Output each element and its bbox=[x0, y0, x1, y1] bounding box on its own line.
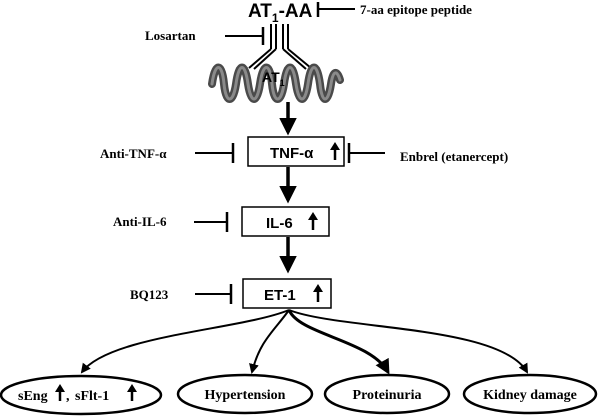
seng-comma: , bbox=[66, 389, 70, 404]
hypertension-label: Hypertension bbox=[205, 388, 286, 403]
tnf-label: TNF-α bbox=[270, 145, 314, 162]
tnf-box bbox=[247, 136, 345, 167]
anti-tnf-label: Anti-TNF-α bbox=[100, 146, 167, 161]
seng-sflt-ellipse bbox=[0, 374, 163, 416]
arrow-to-seng-sflt bbox=[80, 309, 290, 374]
receptor-label: AT1 bbox=[262, 69, 285, 88]
arrow-to-proteinuria bbox=[287, 309, 390, 375]
seng-up-arrow-icon bbox=[55, 384, 65, 401]
et1-box bbox=[242, 278, 332, 309]
outcome-branch-arrows bbox=[80, 309, 529, 375]
il6-up-arrow-icon bbox=[308, 212, 318, 230]
sflt-label: sFlt-1 bbox=[75, 389, 109, 404]
kidney-ellipse bbox=[462, 373, 598, 415]
anti-il6-label: Anti-IL-6 bbox=[113, 214, 167, 229]
proteinuria-ellipse bbox=[323, 373, 451, 415]
seng-label: sEng bbox=[18, 389, 48, 404]
hypertension-ellipse bbox=[176, 373, 314, 415]
antibody-shape bbox=[248, 24, 312, 70]
sflt-up-arrow-icon bbox=[127, 384, 137, 401]
enbrel-label: Enbrel (etanercept) bbox=[400, 149, 508, 164]
et1-label: ET-1 bbox=[264, 287, 296, 304]
et1-up-arrow-icon bbox=[313, 284, 323, 302]
proteinuria-label: Proteinuria bbox=[353, 388, 422, 403]
bq123-label: BQ123 bbox=[130, 287, 169, 302]
tnf-up-arrow-icon bbox=[330, 142, 340, 160]
kidney-label: Kidney damage bbox=[483, 388, 577, 403]
receptor-coil bbox=[208, 63, 344, 103]
arrow-to-hypertension bbox=[249, 309, 290, 374]
peptide-label: 7-aa epitope peptide bbox=[360, 2, 472, 17]
il6-label: IL-6 bbox=[266, 215, 293, 232]
arrow-to-kidney bbox=[288, 309, 529, 374]
losartan-label: Losartan bbox=[145, 28, 196, 43]
antibody-label: AT1-AA bbox=[248, 1, 313, 25]
il6-box bbox=[241, 206, 330, 237]
